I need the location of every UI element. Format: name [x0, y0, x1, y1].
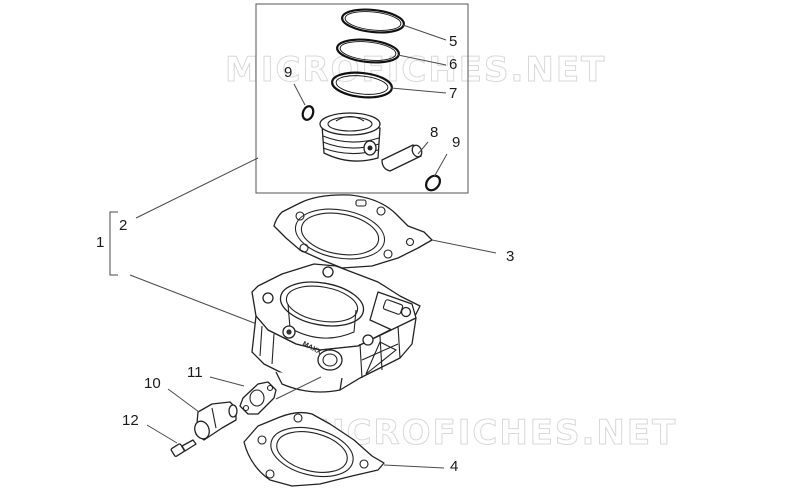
- callout-8: 8: [430, 124, 439, 141]
- callout-6: 6: [449, 56, 458, 73]
- callout-9-right: 9: [452, 134, 461, 151]
- chain-tensioner: [194, 401, 238, 441]
- callout-1: 1: [96, 234, 105, 251]
- callout-7: 7: [449, 85, 458, 102]
- piston-ring-middle: [336, 38, 400, 64]
- circlip-right: [425, 174, 441, 192]
- circlip-left: [301, 105, 315, 121]
- callout-10: 10: [144, 375, 161, 392]
- callout-9-left: 9: [284, 64, 293, 81]
- head-gasket: [273, 194, 433, 269]
- callout-2: 2: [119, 217, 128, 234]
- base-gasket: [243, 411, 385, 487]
- leader-lines: [146, 24, 497, 469]
- callout-11: 11: [187, 364, 203, 381]
- piston: [319, 112, 381, 162]
- tensioner-gasket: [239, 381, 277, 415]
- piston-pin: [381, 144, 423, 172]
- callout-3: 3: [506, 248, 515, 265]
- cylinder-block: [251, 263, 421, 393]
- piston-kit-frame: [255, 3, 469, 194]
- piston-ring-oil: [331, 71, 393, 99]
- group-bracket: [109, 157, 263, 327]
- tensioner-bolt: [170, 439, 197, 457]
- piston-ring-upper: [341, 8, 405, 34]
- callout-5: 5: [449, 33, 458, 50]
- callout-4: 4: [450, 458, 459, 475]
- callout-12: 12: [122, 412, 139, 429]
